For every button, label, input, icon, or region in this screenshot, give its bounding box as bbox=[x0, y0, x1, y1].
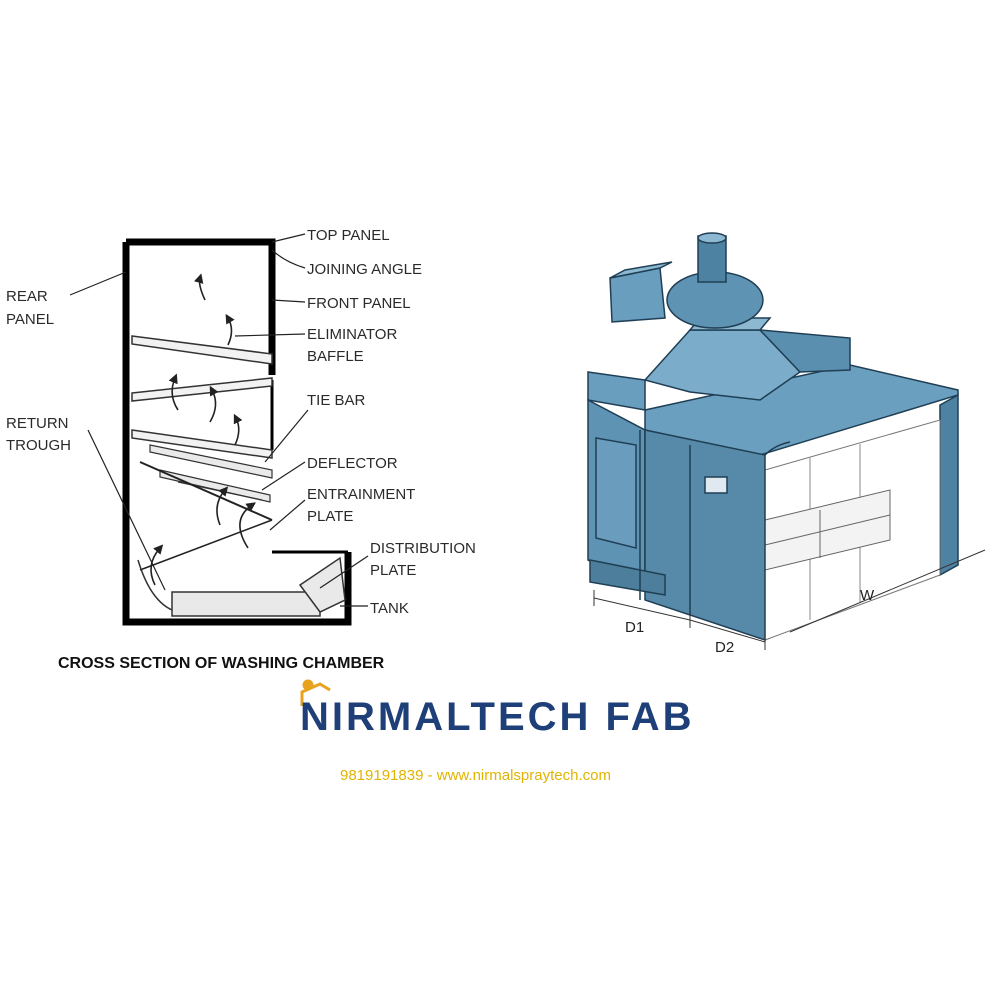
booth-door bbox=[595, 437, 637, 549]
tank-body bbox=[137, 556, 346, 617]
label-baffle: BAFFLE bbox=[307, 348, 364, 365]
eliminator-baffles bbox=[131, 335, 273, 459]
dimension-d1: D1 bbox=[625, 619, 644, 636]
brand-logo: NIRMALTECH FAB 9819191839 - www.nirmalsp… bbox=[300, 679, 695, 784]
cross-section-drawing: TOP PANEL JOINING ANGLE FRONT PANEL ELIM… bbox=[6, 227, 476, 672]
cross-section-caption: CROSS SECTION OF WASHING CHAMBER bbox=[58, 655, 385, 672]
control-panel bbox=[704, 476, 728, 494]
brand-name: NIRMALTECH FAB bbox=[300, 695, 695, 739]
label-entrainment: ENTRAINMENT bbox=[307, 486, 415, 503]
label-front-panel: FRONT PANEL bbox=[307, 295, 411, 312]
booth-filter-trays bbox=[764, 489, 891, 571]
label-rear: REAR bbox=[6, 288, 48, 305]
label-entrainment-plate: PLATE bbox=[307, 508, 353, 525]
label-rear-panel: PANEL bbox=[6, 311, 54, 328]
label-distribution-plate: PLATE bbox=[370, 562, 416, 579]
label-trough: TROUGH bbox=[6, 437, 71, 454]
dimension-lines bbox=[593, 549, 986, 650]
booth-right-frame bbox=[939, 393, 959, 577]
label-joining-angle: JOINING ANGLE bbox=[307, 261, 422, 278]
label-tie-bar: TIE BAR bbox=[307, 392, 366, 409]
spray-booth-drawing bbox=[587, 232, 986, 650]
dimension-d2: D2 bbox=[715, 639, 734, 656]
label-tank: TANK bbox=[370, 600, 409, 617]
rear-panel-wall bbox=[122, 242, 352, 626]
brand-contact: 9819191839 - www.nirmalspraytech.com bbox=[340, 767, 611, 784]
label-deflector: DEFLECTOR bbox=[307, 455, 398, 472]
dimension-w: W bbox=[860, 587, 875, 604]
label-eliminator: ELIMINATOR bbox=[307, 326, 397, 343]
robot-arm-icon bbox=[300, 679, 331, 706]
leader-lines bbox=[69, 233, 369, 607]
plenum-right bbox=[758, 329, 851, 373]
label-top-panel: TOP PANEL bbox=[307, 227, 390, 244]
label-distribution: DISTRIBUTION bbox=[370, 540, 476, 557]
airflow-arrows bbox=[150, 273, 256, 586]
label-return: RETURN bbox=[6, 415, 69, 432]
booth-front-panel bbox=[644, 429, 766, 642]
